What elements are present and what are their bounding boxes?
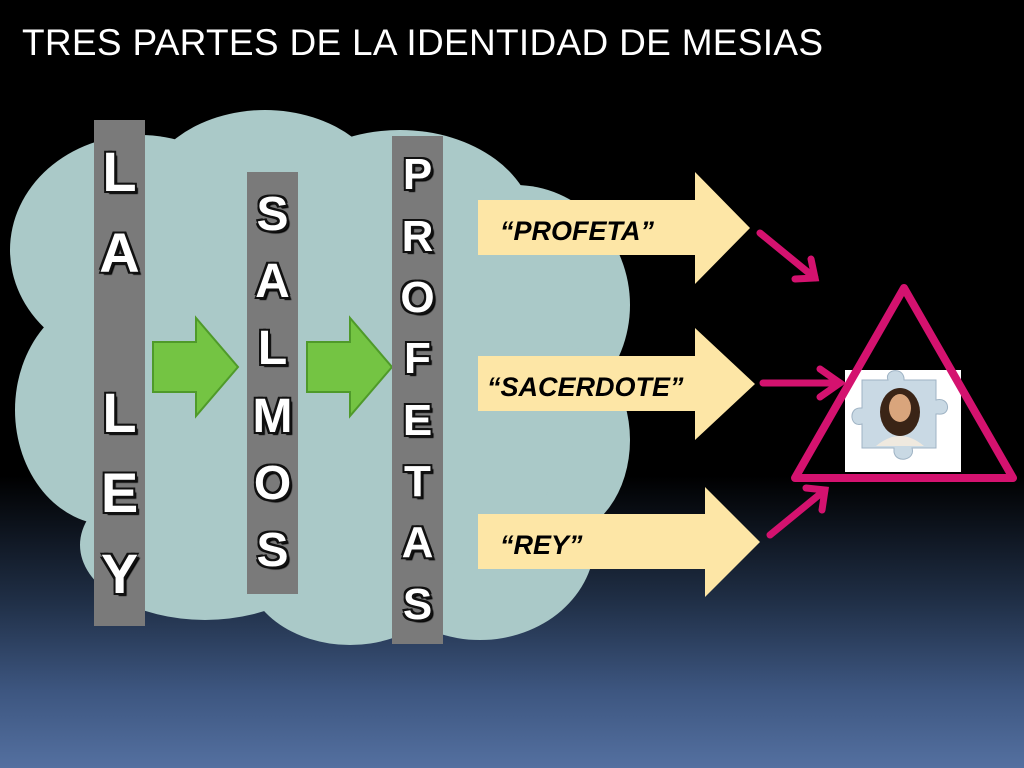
role-arrow-rey (478, 487, 760, 597)
role-label-sacerdote: “SACERDOTE” (487, 372, 684, 402)
letter: A (99, 220, 140, 284)
letter: E (402, 395, 433, 445)
letter: S (402, 579, 433, 629)
role-arrow-profeta (478, 172, 750, 284)
letter: E (100, 461, 139, 525)
letter: F (404, 334, 431, 384)
slide-title: TRES PARTES DE LA IDENTIDAD DE MESIAS (22, 22, 824, 63)
column-salmos: S A L M O S (247, 172, 298, 594)
jesus-puzzle-piece-icon (845, 370, 961, 472)
role-label-profeta: “PROFETA” (500, 216, 654, 246)
role-label-rey: “REY” (500, 530, 583, 560)
letter: S (256, 188, 289, 242)
letter: L (102, 381, 137, 445)
letter: L (257, 322, 288, 376)
letter: T (404, 456, 431, 506)
pointer-arrow-top (756, 229, 820, 283)
letter: P (402, 150, 433, 200)
letter: M (252, 389, 293, 443)
column-profetas: P R O F E T A S (392, 136, 443, 644)
pointer-arrow-middle (759, 365, 847, 401)
letter: L (102, 140, 137, 204)
letter: O (400, 272, 435, 322)
letter: O (253, 456, 292, 510)
column-la-ley: L A L E Y (94, 120, 145, 626)
letter: S (256, 523, 289, 577)
letter: A (401, 518, 434, 568)
letter (112, 305, 128, 361)
letter: R (401, 211, 434, 261)
triangle-outline (791, 284, 1017, 482)
green-arrow-1 (152, 315, 240, 419)
letter: A (255, 255, 290, 309)
pointer-arrow-bottom (766, 484, 830, 539)
role-arrow-sacerdote (478, 328, 755, 440)
green-arrow-2 (306, 315, 394, 419)
letter: Y (100, 541, 139, 605)
